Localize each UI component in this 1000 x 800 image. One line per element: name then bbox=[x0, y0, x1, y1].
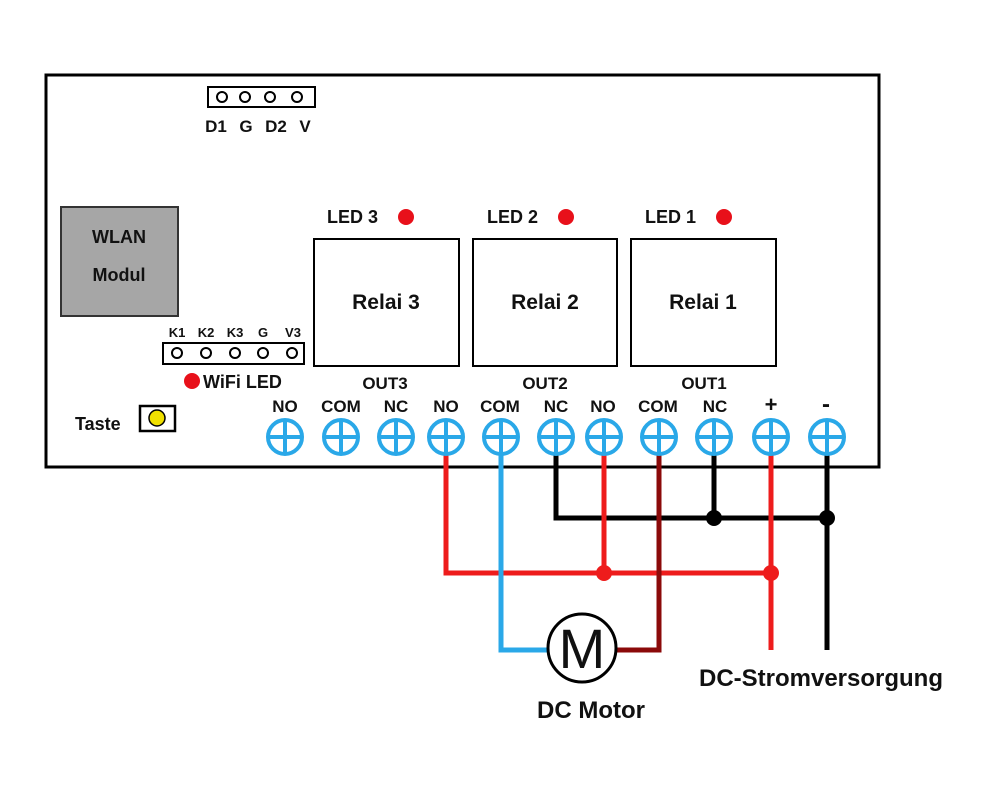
k-pin-label-k3: K3 bbox=[227, 325, 244, 340]
wifi-led-indicator bbox=[184, 373, 200, 389]
wires bbox=[443, 455, 835, 653]
wire-blue-com bbox=[498, 455, 548, 653]
pin-hole bbox=[239, 91, 251, 103]
k-pin-label-v3: V3 bbox=[285, 325, 301, 340]
terminal-block bbox=[266, 418, 846, 456]
terminal-screw-minus[interactable] bbox=[808, 418, 846, 456]
wifi-led-label: WiFi LED bbox=[203, 372, 282, 392]
header-pin-label-v: V bbox=[299, 117, 311, 136]
header-pin-label-g: G bbox=[239, 117, 252, 136]
terminal-label-1-nc: NC bbox=[703, 397, 728, 416]
led-label-3: LED 3 bbox=[327, 207, 378, 227]
terminal-label-3-no: NO bbox=[272, 397, 298, 416]
junction-dot bbox=[819, 510, 835, 526]
terminal-screw-plus[interactable] bbox=[752, 418, 790, 456]
led-label-2: LED 2 bbox=[487, 207, 538, 227]
relay-name-2: Relai 2 bbox=[511, 291, 579, 314]
terminal-label-2-com: COM bbox=[480, 397, 520, 416]
led-indicator-2 bbox=[558, 209, 574, 225]
terminal-label-plus: + bbox=[765, 392, 778, 417]
k-pin-label-k1: K1 bbox=[169, 325, 186, 340]
terminal-label-3-nc: NC bbox=[384, 397, 409, 416]
terminal-label-2-no: NO bbox=[433, 397, 459, 416]
button-label: Taste bbox=[75, 414, 121, 434]
push-button-cap[interactable] bbox=[148, 409, 166, 427]
junction-dot bbox=[596, 565, 612, 581]
relay-box-3 bbox=[313, 238, 460, 367]
wire-red-no bbox=[443, 455, 771, 576]
terminal-screw-2-no[interactable] bbox=[427, 418, 465, 456]
relay-box-1 bbox=[630, 238, 777, 367]
pin-hole bbox=[171, 347, 183, 359]
terminal-screw-1-no[interactable] bbox=[585, 418, 623, 456]
terminal-label-minus: - bbox=[822, 391, 830, 418]
relay-name-3: Relai 3 bbox=[352, 291, 420, 314]
pin-hole bbox=[286, 347, 298, 359]
terminal-screw-2-com[interactable] bbox=[482, 418, 520, 456]
power-supply-label: DC-Stromversorgung bbox=[699, 665, 943, 692]
wlan-module bbox=[60, 206, 179, 317]
wlan-module-label-line2: Modul bbox=[93, 265, 146, 285]
k-pin-label-k2: K2 bbox=[198, 325, 215, 340]
terminal-screw-1-com[interactable] bbox=[640, 418, 678, 456]
header-pin-label-d2: D2 bbox=[265, 117, 287, 136]
k-pin-label-g: G bbox=[258, 325, 268, 340]
terminal-label-1-com: COM bbox=[638, 397, 678, 416]
terminal-screw-3-com[interactable] bbox=[322, 418, 360, 456]
led-label-1: LED 1 bbox=[645, 207, 696, 227]
out-label-1: OUT1 bbox=[681, 374, 726, 393]
pin-hole bbox=[216, 91, 228, 103]
pin-hole bbox=[229, 347, 241, 359]
terminal-screw-1-nc[interactable] bbox=[695, 418, 733, 456]
motor-label: DC Motor bbox=[537, 697, 645, 724]
out-label-2: OUT2 bbox=[522, 374, 567, 393]
terminal-label-2-nc: NC bbox=[544, 397, 569, 416]
terminal-label-3-com: COM bbox=[321, 397, 361, 416]
motor-symbol-letter: M bbox=[559, 617, 606, 680]
terminal-screw-3-no[interactable] bbox=[266, 418, 304, 456]
terminal-screw-2-nc[interactable] bbox=[537, 418, 575, 456]
terminal-label-1-no: NO bbox=[590, 397, 616, 416]
wire-black-nc bbox=[553, 455, 827, 521]
pin-hole bbox=[200, 347, 212, 359]
header-pin-strip bbox=[207, 86, 316, 108]
junction-dot bbox=[763, 565, 779, 581]
pin-hole bbox=[291, 91, 303, 103]
led-indicator-3 bbox=[398, 209, 414, 225]
relay-name-1: Relai 1 bbox=[669, 291, 737, 314]
terminal-screw-3-nc[interactable] bbox=[377, 418, 415, 456]
pin-hole bbox=[257, 347, 269, 359]
out-label-3: OUT3 bbox=[362, 374, 407, 393]
wlan-module-label-line1: WLAN bbox=[92, 227, 146, 247]
header-pin-label-d1: D1 bbox=[205, 117, 227, 136]
junction-dot bbox=[706, 510, 722, 526]
led-indicator-1 bbox=[716, 209, 732, 225]
wire-darkred-com bbox=[616, 455, 662, 653]
pin-hole bbox=[264, 91, 276, 103]
relay-box-2 bbox=[472, 238, 618, 367]
k-pin-strip bbox=[162, 342, 305, 365]
motor-symbol bbox=[546, 612, 618, 684]
